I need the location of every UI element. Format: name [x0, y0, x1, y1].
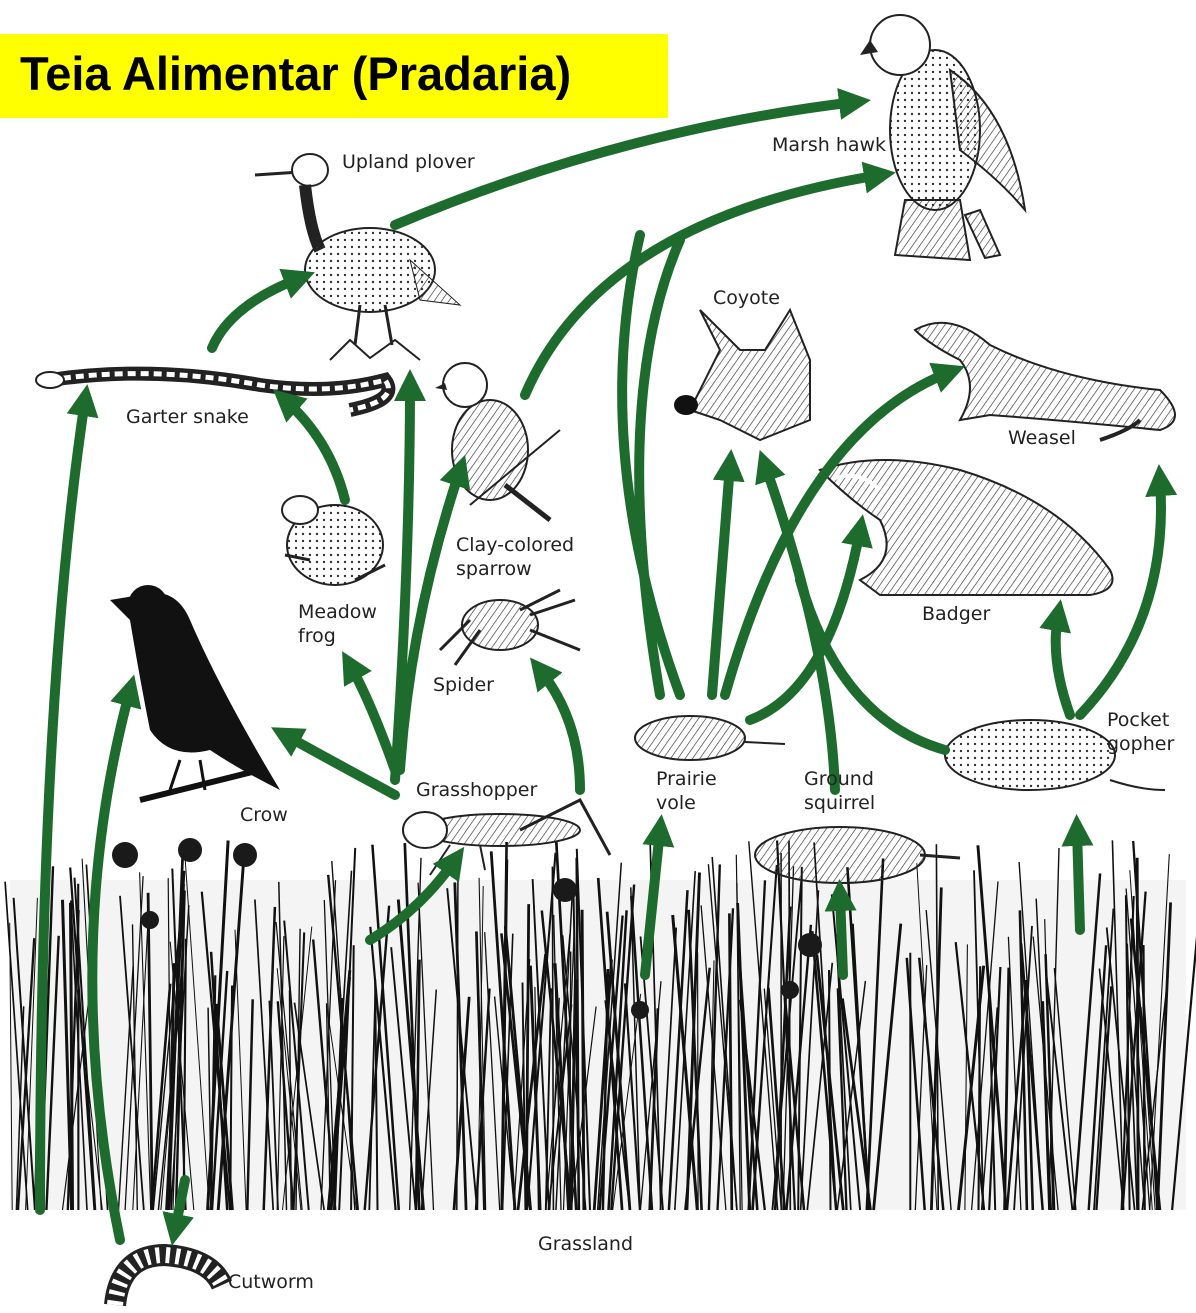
arrow-grasshopper-to-spider	[540, 670, 580, 790]
weasel-illustration	[915, 323, 1175, 440]
arrow-vole-to-coyote	[712, 465, 730, 695]
label-crow: Crow	[240, 803, 288, 827]
label-ground-squirrel-2: squirrel	[804, 791, 875, 815]
arrow-snake-to-plover	[212, 278, 300, 348]
label-prairie-vole-2: vole	[656, 791, 696, 815]
ground-squirrel-illustration	[755, 827, 960, 883]
arrow-grass-to-squirrel	[840, 895, 843, 975]
cutworm-illustration	[115, 1255, 222, 1305]
label-garter-snake: Garter snake	[126, 405, 249, 429]
spider-illustration	[440, 590, 580, 665]
upland-plover-illustration	[255, 154, 460, 360]
label-badger: Badger	[922, 602, 990, 626]
label-coyote: Coyote	[713, 286, 780, 310]
crow-illustration	[110, 585, 280, 800]
label-pocket-gopher-1: Pocket	[1107, 708, 1169, 732]
label-clay-colored-sparrow-1: Clay-colored	[456, 533, 574, 557]
arrow-vole-to-badger	[750, 530, 860, 720]
grass-blade	[582, 910, 584, 1210]
label-grasshopper: Grasshopper	[416, 778, 537, 802]
label-grassland: Grassland	[538, 1232, 633, 1256]
arrow-sparrow-to-hawk	[525, 175, 880, 395]
arrow-frog-to-snake	[285, 400, 345, 500]
label-marsh-hawk: Marsh hawk	[772, 133, 886, 157]
arrow-gopher-to-badger	[1056, 615, 1070, 715]
label-pocket-gopher-2: gopher	[1107, 732, 1174, 756]
coyote-illustration	[674, 310, 810, 440]
label-spider: Spider	[433, 673, 494, 697]
label-clay-colored-sparrow-2: sparrow	[456, 557, 532, 581]
label-weasel: Weasel	[1008, 426, 1076, 450]
arrow-grass-to-gopher	[1077, 830, 1080, 930]
meadow-frog-illustration	[282, 496, 385, 585]
arrow-grasshopper-to-frog	[350, 665, 395, 770]
label-cutworm: Cutworm	[228, 1270, 314, 1294]
arrow-grasshopper-to-crow	[285, 735, 395, 795]
label-ground-squirrel-1: Ground	[804, 767, 874, 791]
arrow-gopher-to-weasel	[1080, 480, 1161, 715]
label-meadow-frog-2: frog	[298, 624, 336, 648]
label-prairie-vole-1: Prairie	[656, 767, 717, 791]
prairie-vole-illustration	[635, 716, 785, 760]
diagram-title: Teia Alimentar (Pradaria)	[20, 46, 571, 101]
label-upland-plover: Upland plover	[342, 150, 475, 174]
label-meadow-frog-1: Meadow	[298, 600, 377, 624]
grass-blade	[1143, 945, 1144, 1210]
grassland-illustration	[5, 838, 1196, 1210]
